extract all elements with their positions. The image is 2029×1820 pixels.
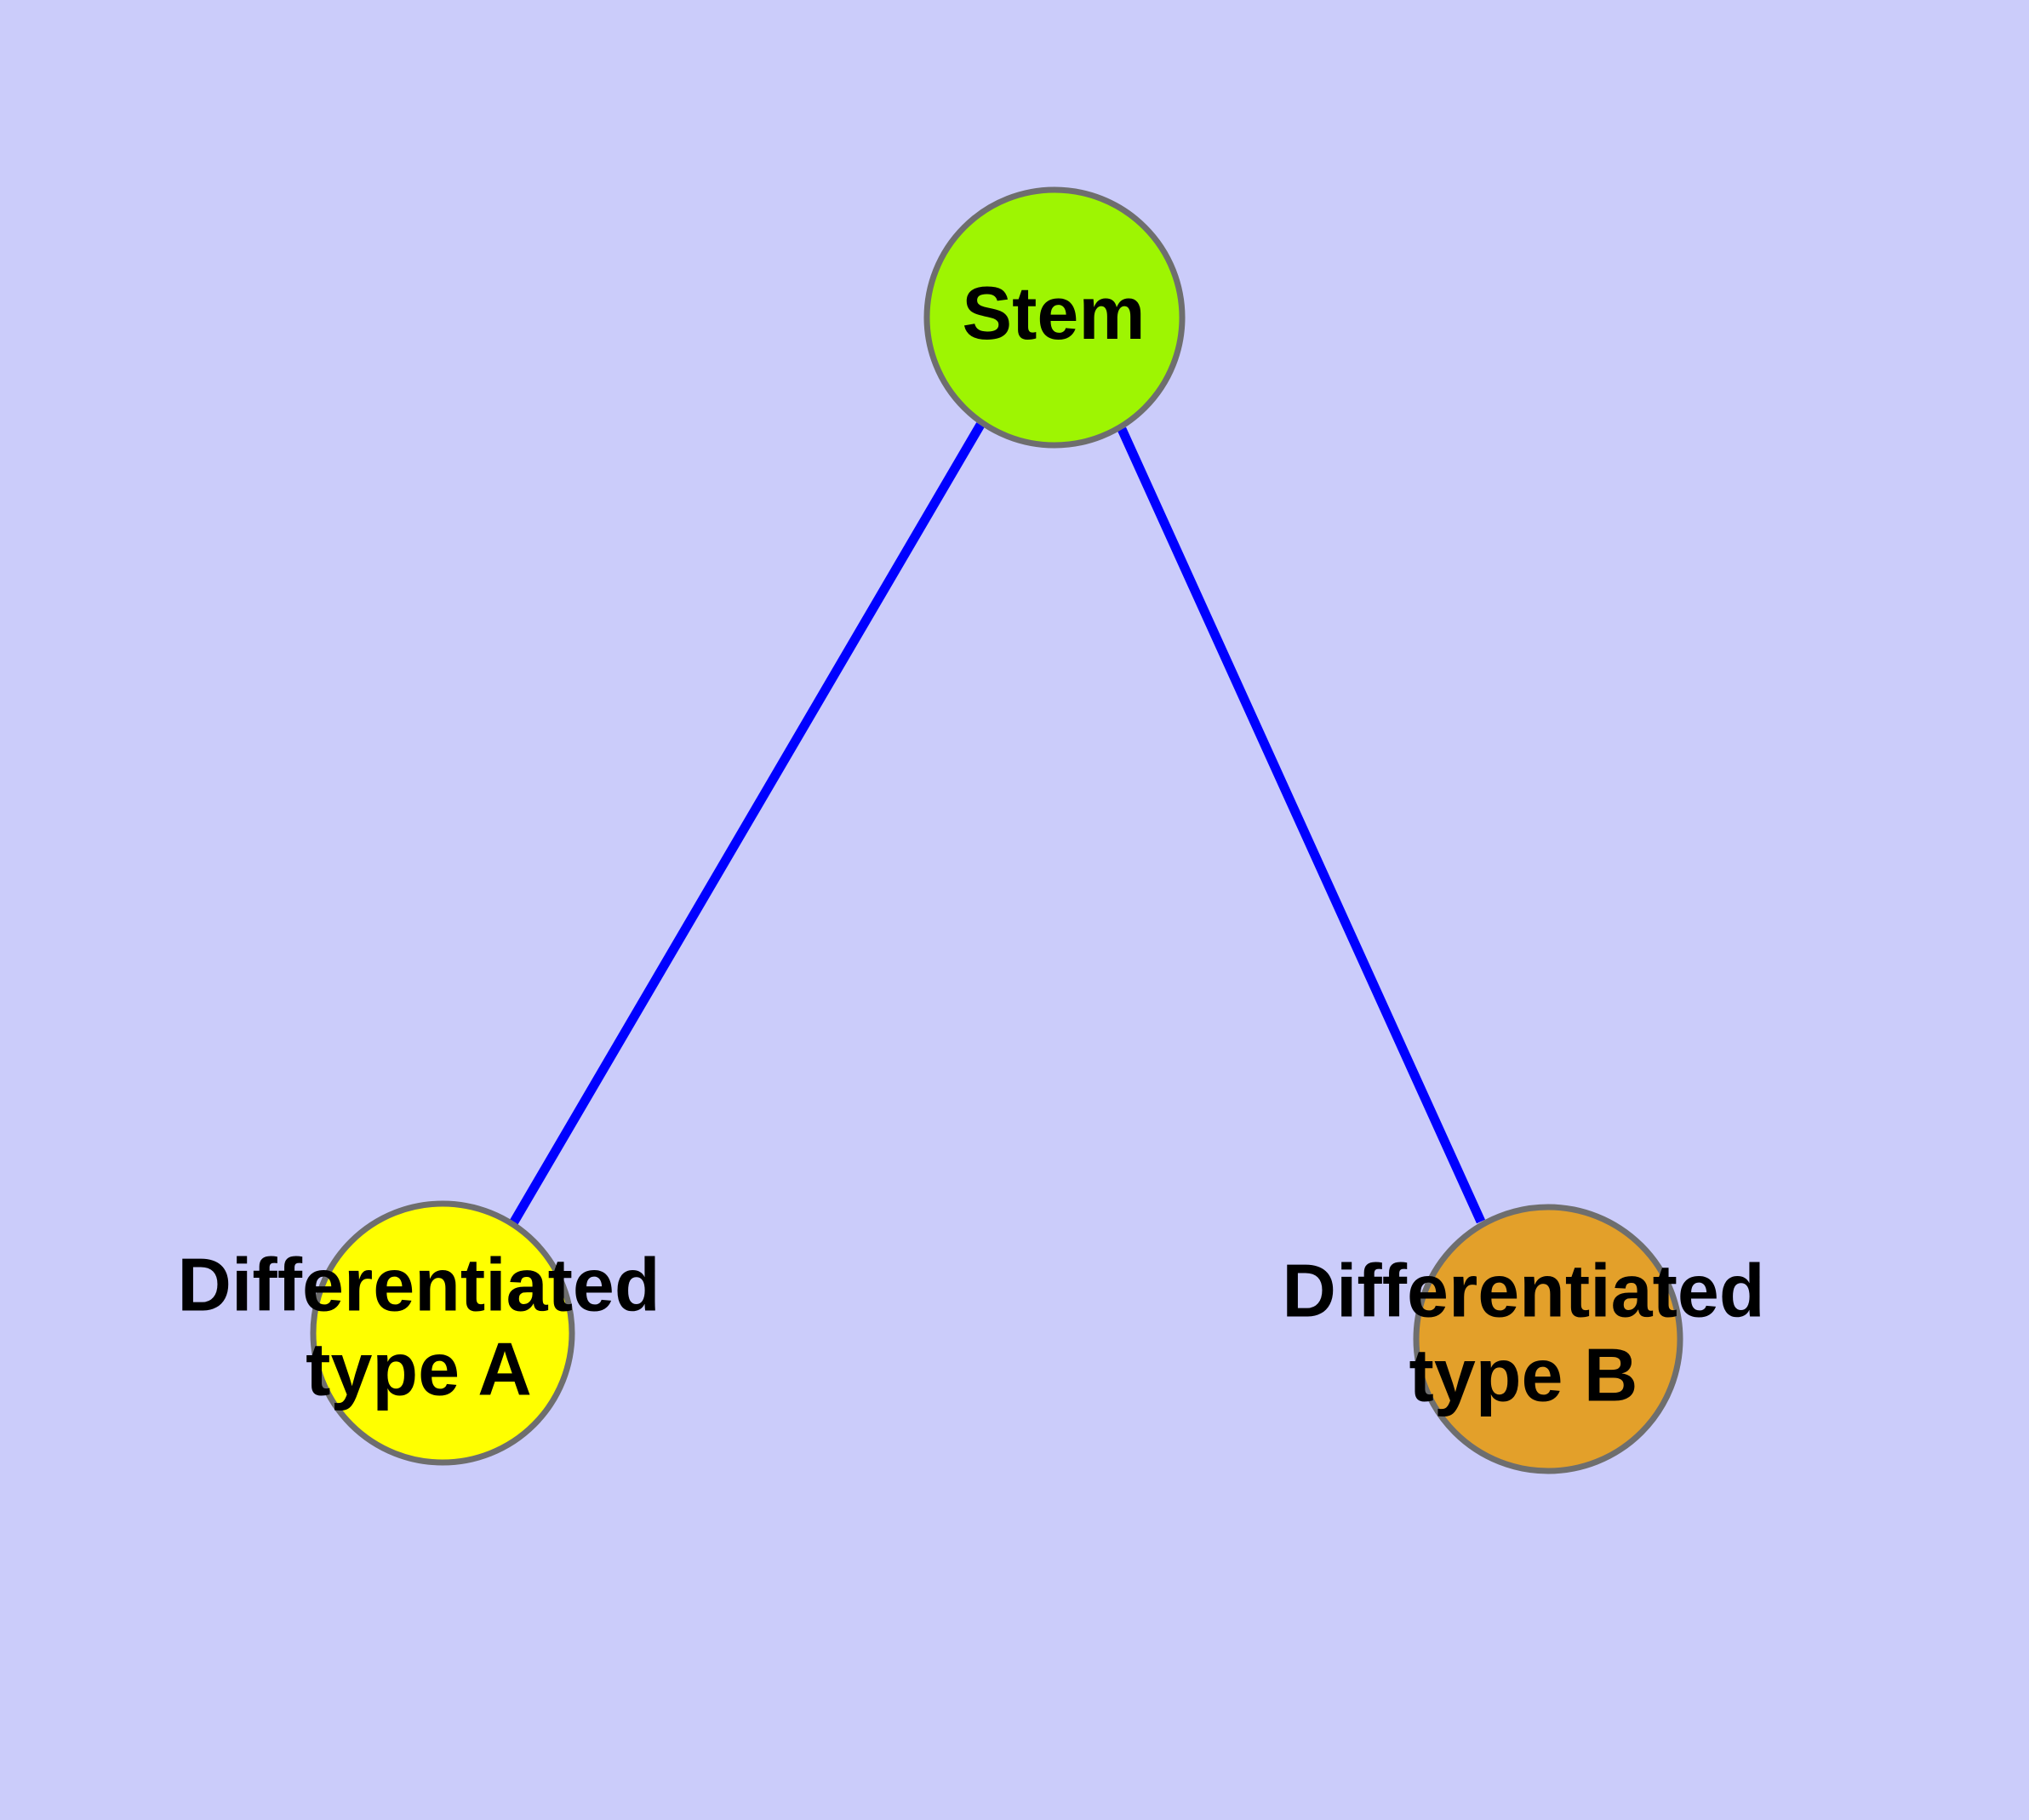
node-label-line: Stem — [962, 271, 1145, 355]
node-label-line: Differentiated — [177, 1243, 660, 1327]
node-label-line: type A — [306, 1327, 532, 1411]
node-label-line: type B — [1409, 1333, 1638, 1417]
node-diff_b[interactable] — [1413, 1204, 1683, 1474]
edge-stem-to-diff_a[interactable] — [509, 422, 985, 1226]
node-label-stem: Stem — [962, 271, 1145, 355]
edge-stem-to-diff_b[interactable] — [1117, 426, 1486, 1224]
edge-layer — [509, 422, 1486, 1226]
node-label-line: Differentiated — [1282, 1249, 1764, 1333]
node-diff_a[interactable] — [310, 1200, 575, 1466]
node-layer — [310, 186, 1683, 1474]
node-stem[interactable] — [923, 186, 1186, 449]
